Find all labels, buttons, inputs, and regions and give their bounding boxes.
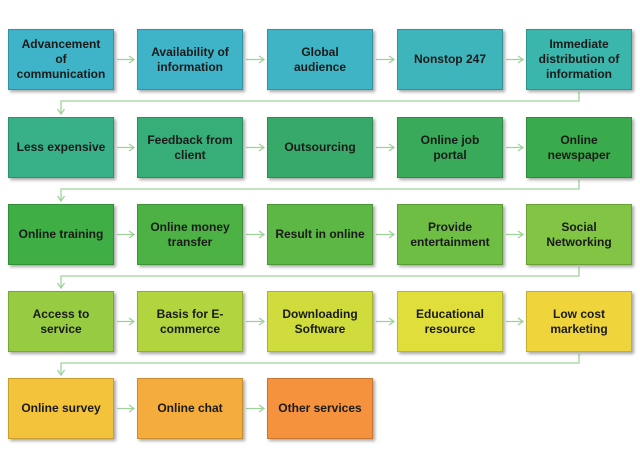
node-label: Low cost marketing	[550, 306, 608, 336]
arrow-head-icon	[56, 282, 66, 290]
node-online-job-portal: Online job portal	[397, 117, 503, 178]
node-basis-for-e-commerce: Basis for E-commerce	[137, 291, 243, 352]
node-label: Online survey	[21, 401, 101, 415]
node-label: Online training	[18, 227, 104, 241]
arrow-head-icon	[517, 55, 525, 64]
node-label: Downloading Software	[282, 306, 358, 336]
node-label: Feedback from client	[147, 132, 233, 162]
node-access-to-service: Access to service	[8, 291, 114, 352]
arrow-head-icon	[258, 230, 266, 239]
row-connector	[60, 267, 580, 288]
node-label: Advancement of communication	[16, 37, 106, 81]
node-label: Access to service	[32, 306, 90, 336]
node-advancement-of-communication: Advancement of communication	[8, 29, 114, 90]
row-connector	[60, 354, 580, 375]
node-educational-resource: Educational resource	[397, 291, 503, 352]
node-label: Immediate distribution of information	[538, 37, 620, 81]
node-downloading-software: Downloading Software	[267, 291, 373, 352]
node-online-chat: Online chat	[137, 378, 243, 439]
row-connector	[60, 180, 580, 201]
node-label: Basis for E-commerce	[156, 306, 224, 336]
arrow-head-icon	[128, 230, 136, 239]
node-online-newspaper: Online newspaper	[526, 117, 632, 178]
node-label: Online newspaper	[547, 132, 611, 162]
arrow-head-icon	[56, 108, 66, 116]
arrow-head-icon	[388, 230, 396, 239]
node-label: Global audience	[293, 44, 347, 74]
arrow-head-icon	[517, 317, 525, 326]
node-label: Online chat	[157, 401, 223, 415]
node-label: Educational resource	[415, 306, 484, 336]
node-label: Online job portal	[420, 132, 480, 162]
node-label: Other services	[278, 401, 362, 415]
arrow-head-icon	[128, 317, 136, 326]
node-feedback-from-client: Feedback from client	[137, 117, 243, 178]
node-outsourcing: Outsourcing	[267, 117, 373, 178]
node-online-survey: Online survey	[8, 378, 114, 439]
node-other-services: Other services	[267, 378, 373, 439]
arrow-head-icon	[128, 404, 136, 413]
node-online-training: Online training	[8, 204, 114, 265]
arrow-head-icon	[258, 317, 266, 326]
arrow-head-icon	[388, 317, 396, 326]
arrow-head-icon	[388, 55, 396, 64]
arrow-head-icon	[258, 404, 266, 413]
node-availability-of-information: Availability of information	[137, 29, 243, 90]
node-provide-entertainment: Provide entertainment	[397, 204, 503, 265]
node-label: Online money transfer	[150, 219, 230, 249]
node-low-cost-marketing: Low cost marketing	[526, 291, 632, 352]
arrow-head-icon	[388, 143, 396, 152]
arrow-head-icon	[258, 143, 266, 152]
node-label: Result in online	[275, 227, 365, 241]
node-result-in-online: Result in online	[267, 204, 373, 265]
arrow-head-icon	[128, 143, 136, 152]
arrow-head-icon	[517, 143, 525, 152]
node-nonstop-247: Nonstop 247	[397, 29, 503, 90]
node-social-networking: Social Networking	[526, 204, 632, 265]
arrow-head-icon	[56, 369, 66, 377]
arrow-head-icon	[56, 195, 66, 203]
node-label: Provide entertainment	[410, 219, 490, 249]
node-label: Nonstop 247	[413, 52, 486, 66]
node-label: Availability of information	[151, 44, 229, 74]
node-global-audience: Global audience	[267, 29, 373, 90]
node-label: Less expensive	[16, 140, 106, 154]
row-connector	[60, 92, 580, 114]
arrow-head-icon	[128, 55, 136, 64]
node-less-expensive: Less expensive	[8, 117, 114, 178]
arrow-head-icon	[517, 230, 525, 239]
node-label: Social Networking	[546, 219, 612, 249]
node-label: Outsourcing	[284, 140, 356, 154]
node-immediate-distribution-of-information: Immediate distribution of information	[526, 29, 632, 90]
node-online-money-transfer: Online money transfer	[137, 204, 243, 265]
arrow-head-icon	[258, 55, 266, 64]
